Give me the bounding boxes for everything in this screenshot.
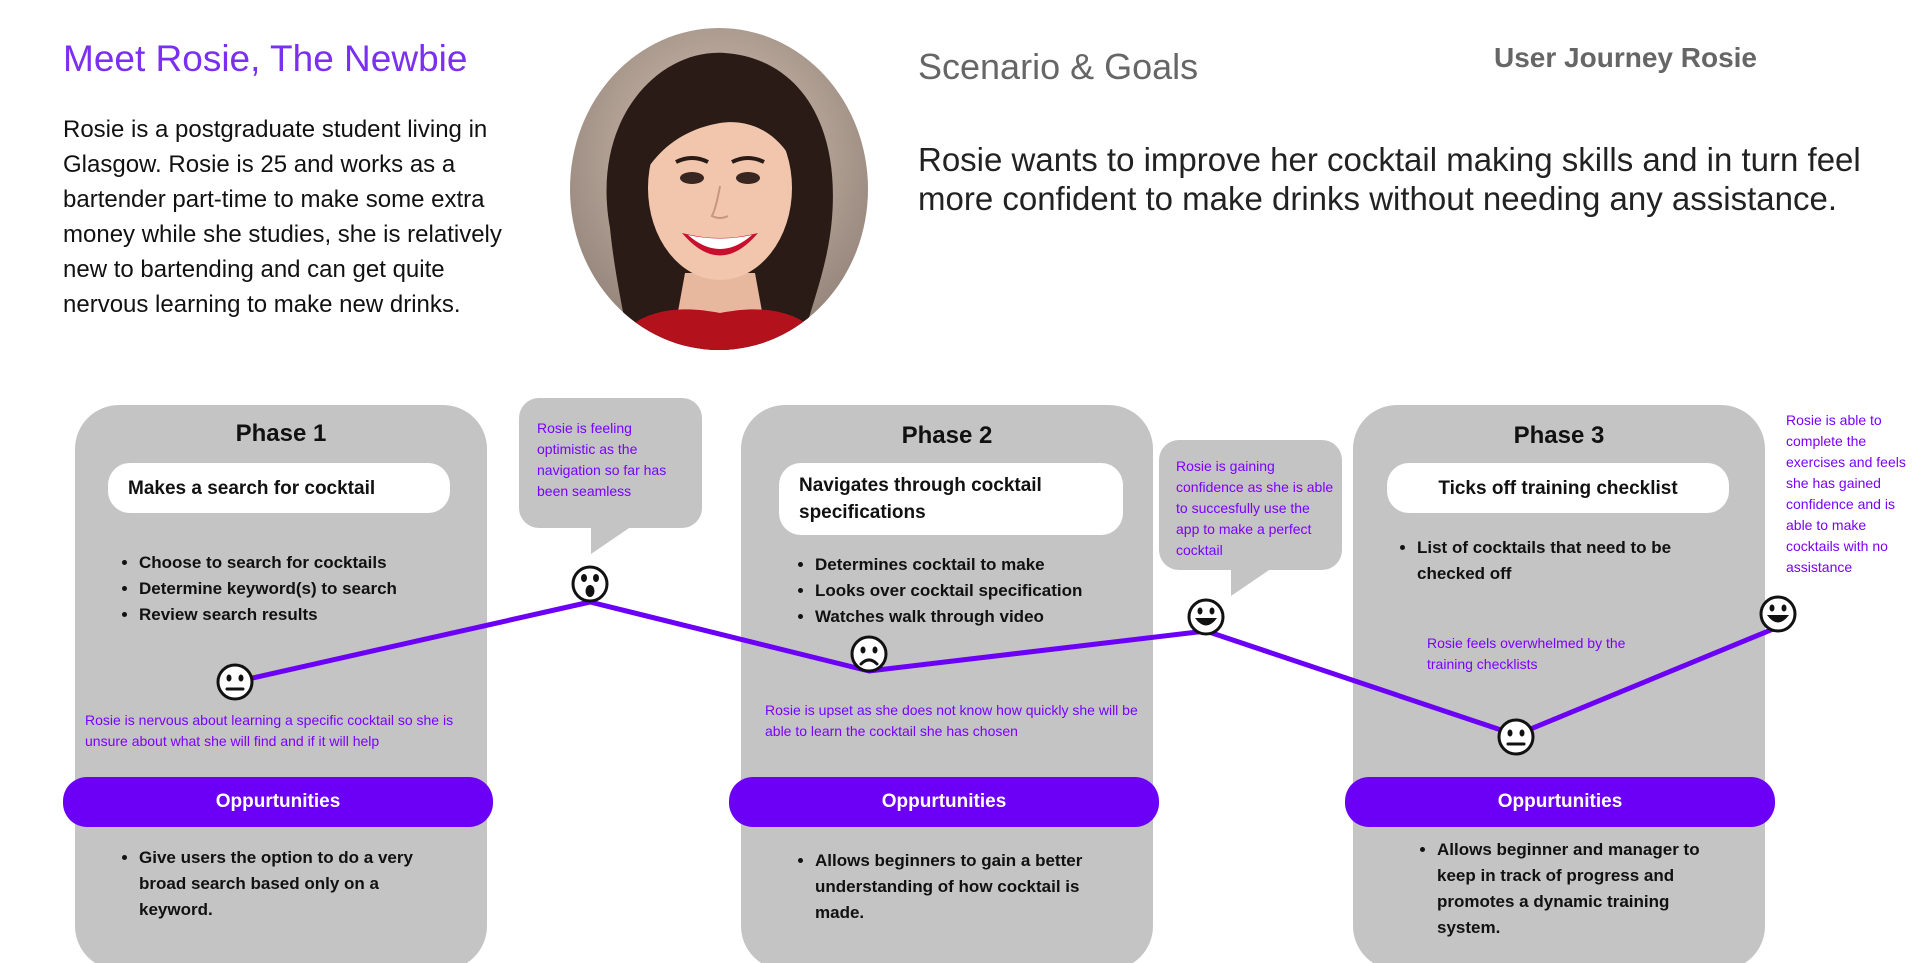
phase-opportunities-list: Allows beginners to gain a better unders… <box>789 848 1115 926</box>
opportunities-bar-2: Oppurtunities <box>729 777 1159 827</box>
phase-title: Phase 1 <box>235 420 327 447</box>
list-item: Allows beginner and manager to keep in t… <box>1437 837 1737 941</box>
persona-photo <box>570 28 868 350</box>
list-item: Give users the option to do a very broad… <box>139 845 439 923</box>
phase-opportunities-list: Give users the option to do a very broad… <box>113 845 439 923</box>
journey-title: User Journey Rosie <box>1494 42 1757 73</box>
list-item: Determine keyword(s) to search <box>139 576 479 602</box>
emotion-note-6: Rosie is able to complete the exercises … <box>1786 412 1906 575</box>
surprised-face-icon <box>571 565 609 603</box>
phase-action-box: Navigates through cocktail specification… <box>779 463 1123 535</box>
list-item: Looks over cocktail specification <box>815 578 1155 604</box>
emotion-note-2: Rosie is feeling optimistic as the navig… <box>537 420 667 499</box>
phase-title: Phase 2 <box>901 422 993 449</box>
neutral-face-icon <box>216 663 254 701</box>
speech-bubble-2 <box>1159 440 1342 570</box>
phase-card-2: Phase 2 Navigates through cocktail speci… <box>741 405 1153 963</box>
speech-bubble-1 <box>519 398 702 528</box>
phase-steps-list: Determines cocktail to make Looks over c… <box>789 552 1155 630</box>
sad-face-icon <box>850 635 888 673</box>
phase-title: Phase 3 <box>1513 422 1605 449</box>
speech-bubble-tail-1 <box>591 524 635 554</box>
phase-action-box: Makes a search for cocktail <box>108 463 450 513</box>
happy-face-icon <box>1759 595 1797 633</box>
phase-steps-list: List of cocktails that need to be checke… <box>1391 535 1707 587</box>
persona-title: Meet Rosie, The Newbie <box>63 38 468 79</box>
scenario-heading: Scenario & Goals <box>918 46 1199 87</box>
happy-face-icon <box>1187 598 1225 636</box>
list-item: Review search results <box>139 602 479 628</box>
emotion-line <box>234 599 1779 738</box>
phase-card-1: Phase 1 Makes a search for cocktail Choo… <box>75 405 487 963</box>
opportunities-bar-1: Oppurtunities <box>63 777 493 827</box>
emotion-note-1: Rosie is nervous about learning a specif… <box>85 712 454 749</box>
phase-opportunities-list: Allows beginner and manager to keep in t… <box>1411 837 1737 941</box>
opportunities-bar-3: Oppurtunities <box>1345 777 1775 827</box>
list-item: Allows beginners to gain a better unders… <box>815 848 1115 926</box>
list-item: Watches walk through video <box>815 604 1155 630</box>
phase-steps-list: Choose to search for cocktails Determine… <box>113 550 479 628</box>
speech-bubble-tail-2 <box>1231 566 1275 596</box>
list-item: Choose to search for cocktails <box>139 550 479 576</box>
scenario-body: Rosie wants to improve her cocktail maki… <box>918 141 1861 217</box>
phase-action-box: Ticks off training checklist <box>1387 463 1729 513</box>
neutral-face-icon <box>1497 718 1535 756</box>
persona-bio: Rosie is a postgraduate student living i… <box>63 116 502 318</box>
phase-card-3: Phase 3 Ticks off training checklist Lis… <box>1353 405 1765 963</box>
list-item: List of cocktails that need to be checke… <box>1417 535 1707 587</box>
list-item: Determines cocktail to make <box>815 552 1155 578</box>
emotion-note-3: Rosie is upset as she does not know how … <box>765 702 1138 739</box>
emotion-note-4: Rosie is gaining confidence as she is ab… <box>1176 458 1334 558</box>
persona-portrait-illustration <box>570 28 868 350</box>
emotion-note-5: Rosie feels overwhelmed by the training … <box>1427 635 1626 672</box>
